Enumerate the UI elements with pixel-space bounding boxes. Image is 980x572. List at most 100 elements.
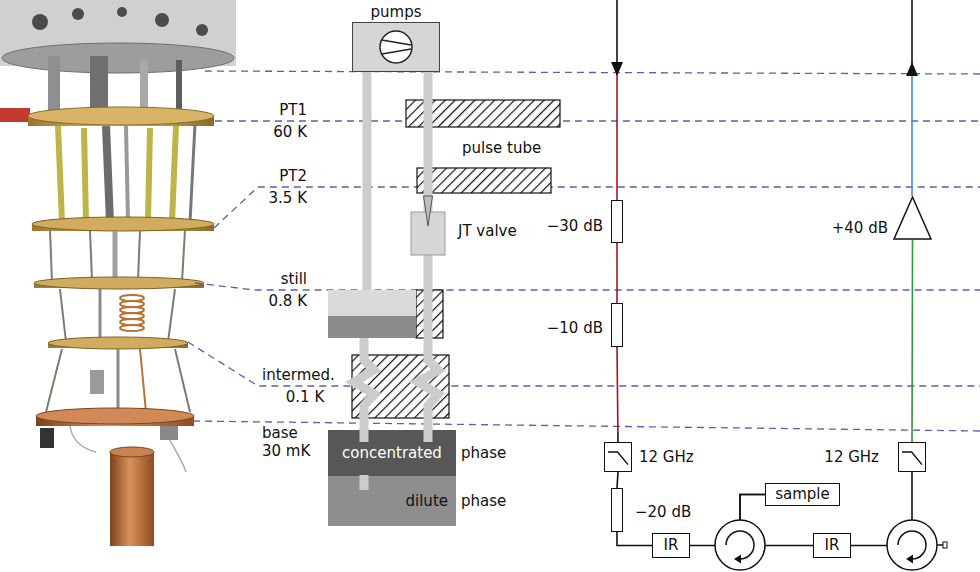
output-line [911,0,913,196]
dilute-phase-band: dilutephase [328,476,456,526]
red-part [0,108,30,122]
pump-symbol [382,40,411,54]
pump-line [140,60,148,114]
node-caption: +40 dB [832,220,888,237]
support-rod [148,128,150,222]
level-line [215,120,980,121]
support-rod [46,349,62,412]
node-caption: 12 GHz [639,449,694,466]
port-hole [196,24,208,36]
pulse-tube [106,126,110,222]
node-caption: pumps [371,4,422,21]
pt2-plate [32,217,214,231]
coax-line [616,243,618,303]
pump-pipe [363,72,372,292]
circulator-arrowhead [734,555,741,564]
jt-valve-needle [424,196,433,226]
circulator [887,520,947,570]
level-line [195,283,980,290]
node-caption: phase [461,445,506,462]
pipe-end [360,428,369,442]
node-caption: −30 dB [547,217,603,234]
port-hole [117,7,127,17]
support-rod [172,126,176,222]
coax-line [911,240,913,442]
part-label: pulse tube [462,140,541,157]
pt1-plate [28,107,214,125]
support-rod [60,289,66,342]
port-hole [155,13,169,27]
pump-symbol [380,31,412,63]
node-text: dilute [406,493,448,510]
node-symbol [605,443,633,473]
support-rod [175,349,190,412]
attenuator-box: −20 dB [611,488,623,532]
pt2-hatch [417,168,551,193]
termination [943,542,947,548]
input-line [616,0,618,200]
node-symbol [353,23,441,73]
pulse-tube-head [90,56,108,114]
pump-line [48,56,60,114]
still-liquid [328,316,416,338]
cable [176,60,182,114]
temperature-label: 0.1 K [286,389,324,406]
stage-name: PT2 [279,168,307,185]
stage-name: intermed. [262,367,335,384]
support-rod [168,289,175,342]
lowpass-filter-box: 12 GHz [604,442,632,472]
temperature-label: 30 mK [262,443,310,460]
stage-name: still [281,271,307,288]
circulator-arrowhead [906,555,913,564]
pump-line [117,349,120,412]
cable [126,126,128,222]
pump-line [113,231,118,280]
support-rod [50,230,52,282]
coax-line [617,472,618,488]
ir-filter-box: IR [652,533,690,558]
level-line [205,71,980,74]
lowpass-filter-box: 12 GHz [898,442,926,472]
intermed-plate [48,337,188,349]
support-rod [84,128,86,222]
coax-line [617,347,618,442]
coil [120,325,144,331]
hatched-parts [352,100,560,418]
temperature-label: 0.8 K [269,293,307,310]
circulator-arrow [726,531,754,559]
node-symbol [899,443,927,473]
component [40,428,54,448]
port-hole [72,8,84,20]
node-text: concentrated [342,445,442,462]
circulator [715,520,765,570]
concentrated-phase-band: concentratedphase [328,430,456,476]
support-rod [90,231,92,280]
stage-name: PT1 [279,102,307,119]
fridge-photo [0,0,236,546]
level-line [188,342,980,386]
circulator-ring [715,520,765,570]
node-symbol [893,196,932,240]
attenuator-box: −30 dB [611,200,623,243]
attenuator-box: −10 dB [611,303,623,347]
top-flange [2,43,234,73]
amplifier-symbol [894,197,931,239]
sample-box: sample [765,483,840,506]
lowpass-symbol [608,452,628,465]
temperature-label: 60 K [273,124,307,141]
level-lines [188,71,980,431]
copper-can [110,452,154,546]
base-plate [36,408,194,424]
circulator-arrow [898,531,926,559]
coax-line [617,532,652,546]
level-line [193,421,980,431]
node-caption: phase [461,493,506,510]
cable [140,349,146,412]
input-arrow [611,62,623,76]
support-rod [138,231,140,280]
support-rod [58,126,62,222]
still-plate [34,277,204,289]
output-arrow [906,62,918,76]
node-caption: −10 dB [547,320,603,337]
still-vessel [328,290,416,317]
